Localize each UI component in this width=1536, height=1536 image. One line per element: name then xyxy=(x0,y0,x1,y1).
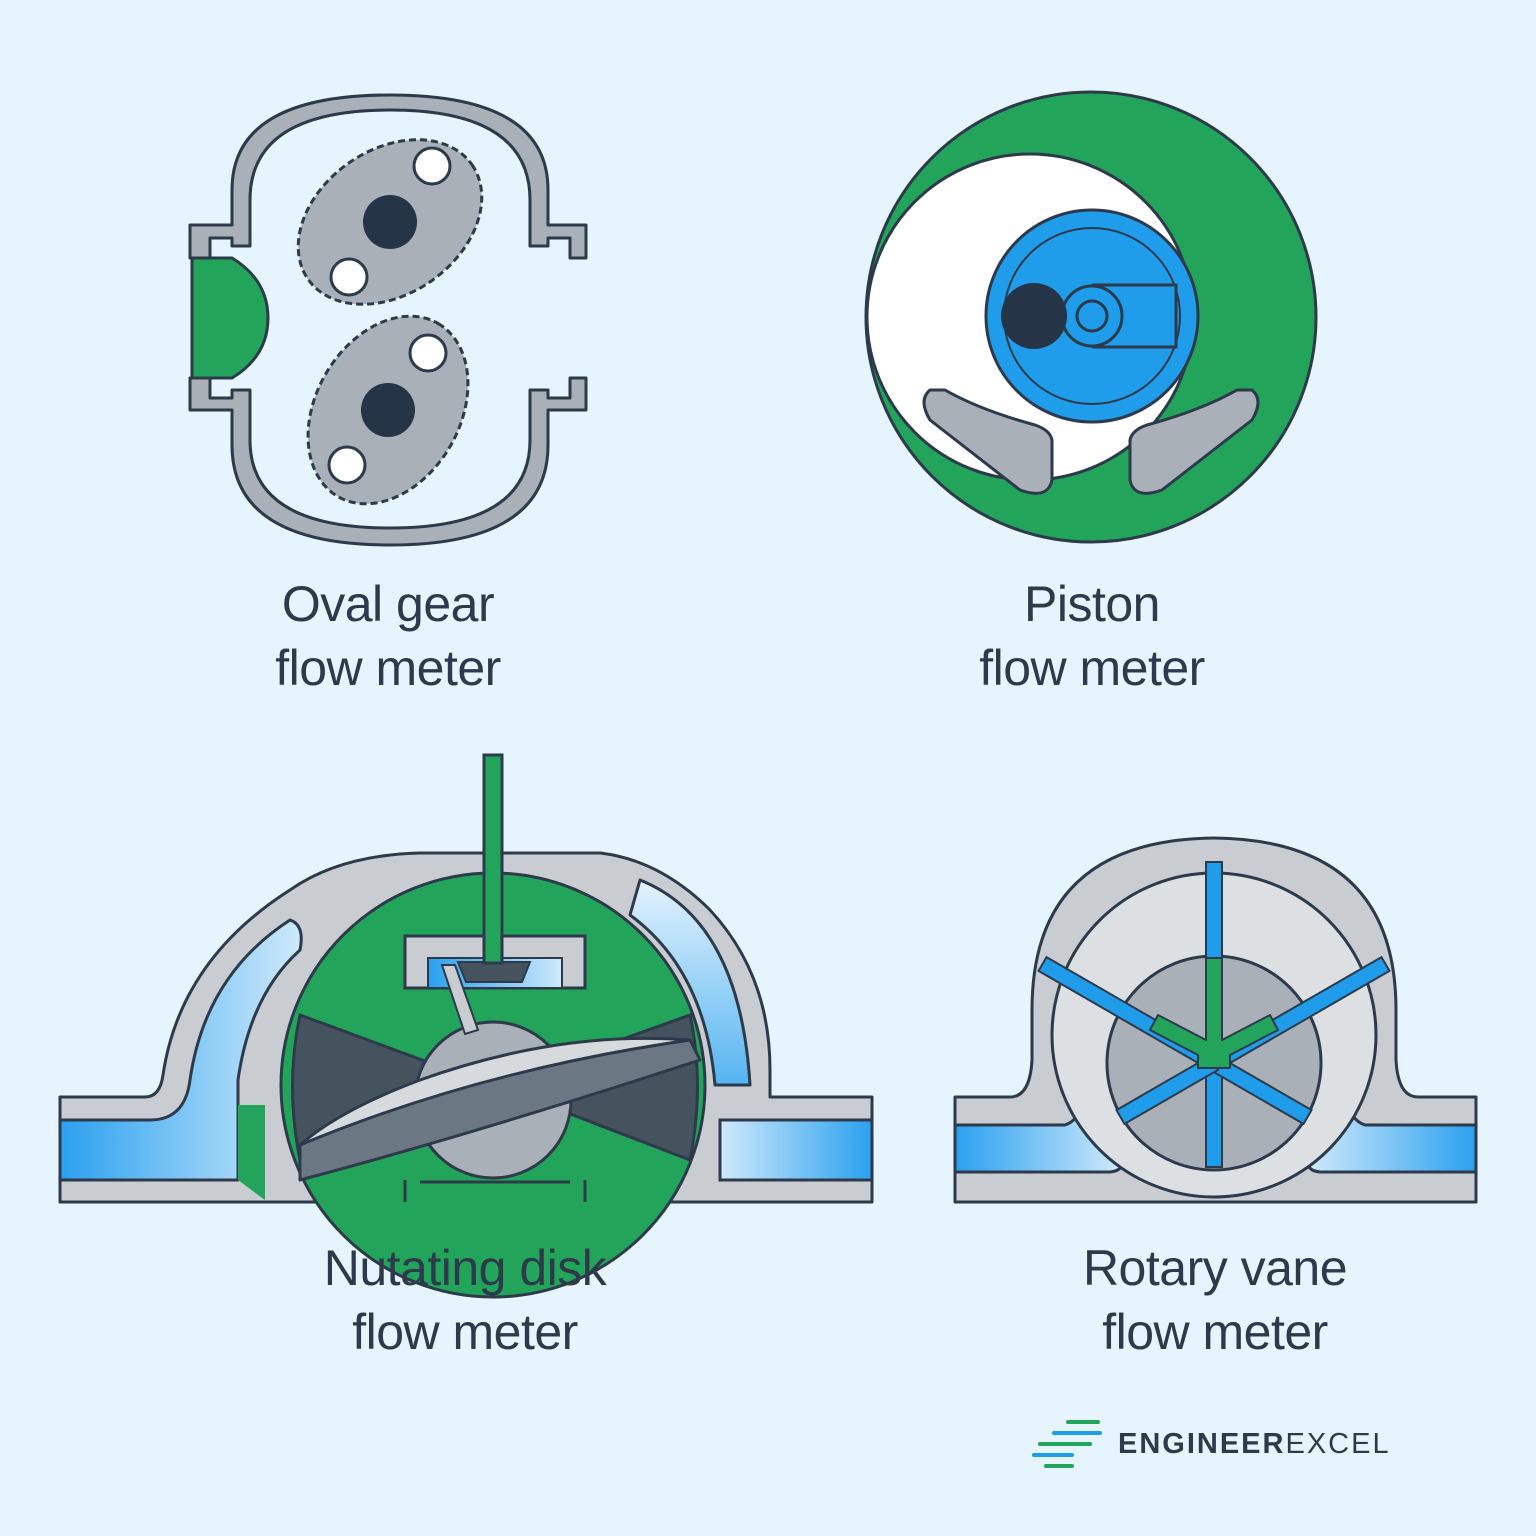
brand-part1: ENGINEER xyxy=(1118,1427,1286,1460)
nutating-outlet-arch xyxy=(628,878,752,1087)
oval-gear-label: Oval gear flow meter xyxy=(188,572,588,700)
nutating-bottom-strut xyxy=(403,1180,587,1202)
piston-rotor-center xyxy=(1075,299,1109,333)
piston-label: Piston flow meter xyxy=(892,572,1292,700)
lower-gear-hole-2 xyxy=(327,445,367,485)
piston-left-port-bridge xyxy=(922,388,1054,495)
nutating-output-shaft xyxy=(482,753,504,965)
lower-gear-hole-1 xyxy=(408,333,448,373)
nutating-disk-meter-diagram xyxy=(58,753,874,1299)
lower-gear-axle xyxy=(361,383,415,437)
piston-right-port-bridge xyxy=(1128,388,1260,495)
nutating-disk-label-line1: Nutating disk xyxy=(323,1240,607,1296)
upper-gear-hole-2 xyxy=(329,257,369,297)
oval-gear-housing xyxy=(188,93,588,260)
nutating-disk-label-line2: flow meter xyxy=(352,1304,578,1360)
rotary-vane-label: Rotary vane flow meter xyxy=(990,1236,1440,1364)
oval-gear-label-line1: Oval gear xyxy=(281,576,495,632)
oval-gear-fluid xyxy=(190,256,270,380)
nutating-left-green-fill xyxy=(238,1105,265,1200)
nutating-outlet-channel xyxy=(718,1118,874,1182)
brand-part2: EXCEL xyxy=(1285,1427,1391,1460)
oval-gear-meter-diagram xyxy=(188,93,588,547)
nutating-inlet-channel xyxy=(58,918,303,1182)
brand-logo: ENGINEEREXCEL xyxy=(1032,1414,1391,1474)
rotary-vane-label-line1: Rotary vane xyxy=(1082,1240,1348,1296)
nutating-register-gear xyxy=(456,961,532,983)
nutating-pin xyxy=(440,964,480,1036)
nutating-disk-label: Nutating disk flow meter xyxy=(240,1236,690,1364)
oval-gear-label-line2: flow meter xyxy=(275,640,501,696)
piston-label-line1: Piston xyxy=(1024,576,1160,632)
upper-gear-axle xyxy=(363,195,417,249)
engineerexcel-logo-icon xyxy=(1032,1420,1102,1468)
piston-label-line2: flow meter xyxy=(979,640,1205,696)
piston-meter-diagram xyxy=(864,90,1318,544)
oval-gear-housing-bottom xyxy=(188,376,588,547)
rotary-green-hub xyxy=(1149,957,1279,1069)
upper-gear-hole-1 xyxy=(412,146,452,186)
brand-name: ENGINEEREXCEL xyxy=(1118,1428,1391,1461)
nutating-disk-top xyxy=(299,1036,691,1147)
rotary-vane-meter-diagram xyxy=(953,836,1478,1204)
rotary-vane-label-line2: flow meter xyxy=(1102,1304,1328,1360)
piston-pin xyxy=(1001,283,1067,349)
